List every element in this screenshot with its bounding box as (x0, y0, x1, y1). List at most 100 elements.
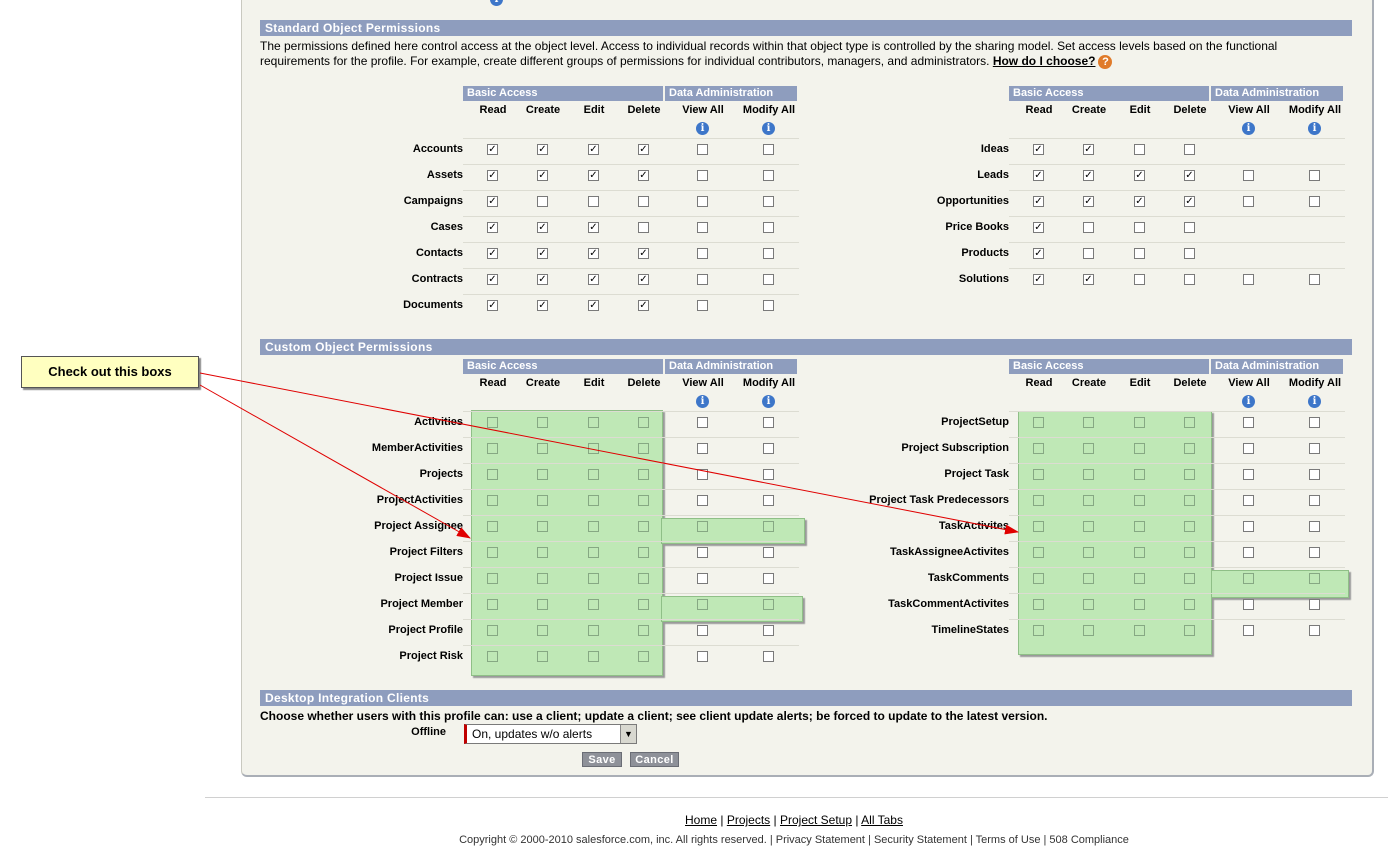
permission-checkbox[interactable]: ✓ (537, 222, 548, 233)
permission-checkbox[interactable] (588, 651, 599, 662)
permission-checkbox[interactable] (638, 547, 649, 558)
permission-checkbox[interactable] (1184, 469, 1195, 480)
permission-checkbox[interactable]: ✓ (1033, 222, 1044, 233)
permission-checkbox[interactable] (1033, 495, 1044, 506)
permission-checkbox[interactable] (487, 573, 498, 584)
permission-checkbox[interactable] (588, 599, 599, 610)
permission-checkbox[interactable] (1309, 625, 1320, 636)
permission-checkbox[interactable]: ✓ (1033, 196, 1044, 207)
permission-checkbox[interactable] (1083, 495, 1094, 506)
permission-checkbox[interactable] (1243, 599, 1254, 610)
save-button[interactable]: Save (582, 752, 622, 767)
permission-checkbox[interactable] (1134, 469, 1145, 480)
permission-checkbox[interactable] (1184, 417, 1195, 428)
permission-checkbox[interactable] (763, 300, 774, 311)
info-icon[interactable]: i (1308, 122, 1321, 135)
info-icon[interactable]: i (490, 0, 503, 6)
permission-checkbox[interactable]: ✓ (487, 170, 498, 181)
permission-checkbox[interactable] (763, 443, 774, 454)
permission-checkbox[interactable] (763, 547, 774, 558)
permission-checkbox[interactable] (763, 417, 774, 428)
permission-checkbox[interactable] (1309, 170, 1320, 181)
permission-checkbox[interactable] (697, 170, 708, 181)
permission-checkbox[interactable] (1184, 573, 1195, 584)
permission-checkbox[interactable] (487, 495, 498, 506)
chevron-down-icon[interactable]: ▼ (620, 725, 636, 743)
permission-checkbox[interactable] (1083, 599, 1094, 610)
permission-checkbox[interactable] (638, 573, 649, 584)
permission-checkbox[interactable] (1083, 521, 1094, 532)
permission-checkbox[interactable] (1033, 625, 1044, 636)
permission-checkbox[interactable] (1033, 469, 1044, 480)
permission-checkbox[interactable] (588, 573, 599, 584)
offline-select[interactable]: On, updates w/o alerts ▼ (464, 724, 637, 744)
permission-checkbox[interactable]: ✓ (588, 144, 599, 155)
permission-checkbox[interactable] (537, 521, 548, 532)
permission-checkbox[interactable] (1134, 443, 1145, 454)
permission-checkbox[interactable]: ✓ (638, 300, 649, 311)
permission-checkbox[interactable] (763, 521, 774, 532)
permission-checkbox[interactable] (487, 651, 498, 662)
permission-checkbox[interactable] (1134, 144, 1145, 155)
permission-checkbox[interactable] (1184, 521, 1195, 532)
permission-checkbox[interactable] (1134, 222, 1145, 233)
permission-checkbox[interactable]: ✓ (537, 170, 548, 181)
permission-checkbox[interactable] (537, 196, 548, 207)
permission-checkbox[interactable] (1309, 599, 1320, 610)
permission-checkbox[interactable]: ✓ (487, 274, 498, 285)
permission-checkbox[interactable] (697, 274, 708, 285)
info-icon[interactable]: i (1308, 395, 1321, 408)
permission-checkbox[interactable] (763, 599, 774, 610)
permission-checkbox[interactable] (1243, 170, 1254, 181)
footer-link-all-tabs[interactable]: All Tabs (861, 813, 903, 827)
permission-checkbox[interactable] (1243, 443, 1254, 454)
permission-checkbox[interactable] (763, 222, 774, 233)
permission-checkbox[interactable]: ✓ (487, 300, 498, 311)
permission-checkbox[interactable] (537, 599, 548, 610)
permission-checkbox[interactable] (1134, 599, 1145, 610)
permission-checkbox[interactable] (588, 196, 599, 207)
permission-checkbox[interactable] (1134, 625, 1145, 636)
permission-checkbox[interactable]: ✓ (638, 144, 649, 155)
permission-checkbox[interactable] (537, 573, 548, 584)
permission-checkbox[interactable] (763, 144, 774, 155)
permission-checkbox[interactable]: ✓ (487, 144, 498, 155)
permission-checkbox[interactable] (1243, 417, 1254, 428)
permission-checkbox[interactable]: ✓ (588, 248, 599, 259)
permission-checkbox[interactable] (537, 469, 548, 480)
permission-checkbox[interactable] (1184, 547, 1195, 558)
permission-checkbox[interactable] (1134, 573, 1145, 584)
permission-checkbox[interactable] (638, 625, 649, 636)
footer-link-home[interactable]: Home (685, 813, 718, 827)
permission-checkbox[interactable] (1243, 274, 1254, 285)
permission-checkbox[interactable] (697, 573, 708, 584)
permission-checkbox[interactable] (1033, 547, 1044, 558)
permission-checkbox[interactable] (588, 469, 599, 480)
permission-checkbox[interactable] (763, 274, 774, 285)
permission-checkbox[interactable]: ✓ (1083, 170, 1094, 181)
permission-checkbox[interactable] (697, 651, 708, 662)
permission-checkbox[interactable]: ✓ (1033, 248, 1044, 259)
permission-checkbox[interactable] (1134, 417, 1145, 428)
permission-checkbox[interactable] (1243, 573, 1254, 584)
permission-checkbox[interactable] (1184, 599, 1195, 610)
permission-checkbox[interactable] (697, 625, 708, 636)
permission-checkbox[interactable] (697, 222, 708, 233)
permission-checkbox[interactable] (1243, 469, 1254, 480)
permission-checkbox[interactable] (763, 495, 774, 506)
permission-checkbox[interactable]: ✓ (1083, 144, 1094, 155)
permission-checkbox[interactable] (1033, 573, 1044, 584)
permission-checkbox[interactable] (1033, 443, 1044, 454)
footer-link-project-setup[interactable]: Project Setup (779, 813, 853, 827)
permission-checkbox[interactable] (638, 495, 649, 506)
permission-checkbox[interactable] (697, 521, 708, 532)
permission-checkbox[interactable] (1134, 521, 1145, 532)
permission-checkbox[interactable] (1184, 144, 1195, 155)
permission-checkbox[interactable] (588, 547, 599, 558)
permission-checkbox[interactable] (638, 196, 649, 207)
permission-checkbox[interactable] (1309, 196, 1320, 207)
permission-checkbox[interactable]: ✓ (487, 196, 498, 207)
permission-checkbox[interactable] (588, 521, 599, 532)
permission-checkbox[interactable] (1083, 443, 1094, 454)
permission-checkbox[interactable] (487, 469, 498, 480)
